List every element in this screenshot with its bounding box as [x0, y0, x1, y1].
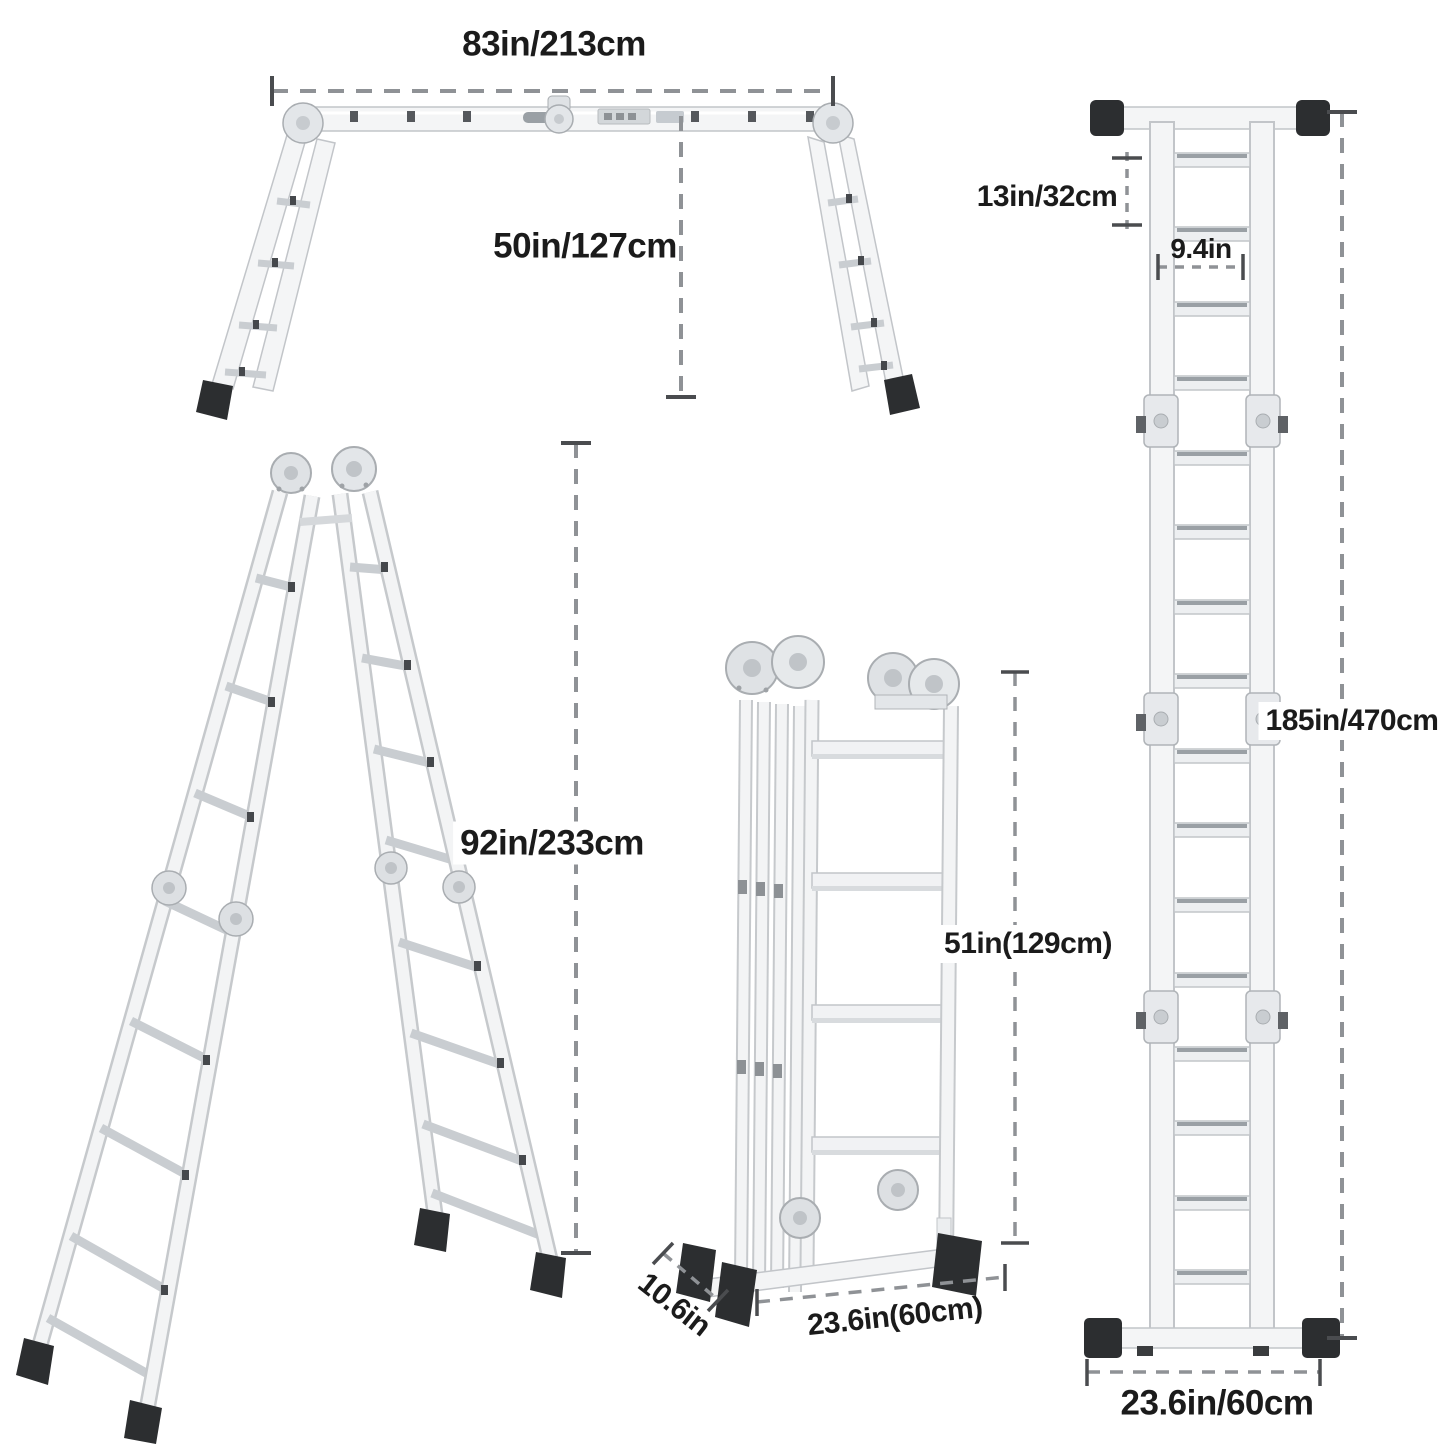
- rubber-foot: [1084, 1318, 1122, 1358]
- folded-front-section: [799, 699, 959, 1271]
- extended-bottom-stabilizer: [1084, 1318, 1340, 1358]
- folded-rail-stack: [734, 699, 807, 1293]
- rubber-foot: [715, 1262, 757, 1327]
- extended-rungs: [1173, 152, 1251, 1285]
- extended-width-label: 23.6in/60cm: [1120, 1383, 1314, 1423]
- rubber-foot: [932, 1233, 982, 1296]
- folded-top-hinges: [725, 635, 960, 710]
- extended-height-label: 185in/470cm: [1258, 702, 1445, 740]
- aframe-height-label: 92in/233cm: [453, 821, 651, 865]
- folded-ladder-figure: [676, 635, 982, 1327]
- folded-height-label: 51in(129cm): [937, 925, 1119, 963]
- rubber-foot: [124, 1400, 162, 1444]
- trestle-top-beam: [282, 95, 854, 144]
- rubber-foot: [414, 1208, 450, 1252]
- rubber-foot: [196, 380, 233, 420]
- rubber-foot: [1302, 1318, 1340, 1358]
- beam-sticker: [656, 111, 684, 123]
- trestle-height-label: 50in/127cm: [493, 226, 677, 266]
- extended-rung-gap-label: 13in/32cm: [976, 180, 1118, 213]
- rubber-foot: [676, 1243, 716, 1302]
- rubber-foot: [16, 1338, 54, 1385]
- folded-bottom: [676, 1169, 982, 1327]
- rubber-foot: [884, 374, 920, 415]
- trestle-left-leg: [196, 134, 336, 420]
- extended-top-stabilizer: [1090, 100, 1330, 136]
- rubber-foot: [530, 1252, 566, 1298]
- trestle-width-label: 83in/213cm: [462, 24, 646, 64]
- aframe-apex-hinges: [270, 446, 377, 526]
- extended-rung-width-label: 9.4in: [1170, 233, 1232, 264]
- trestle-ladder-figure: [196, 95, 920, 420]
- aframe-right-leg: [331, 490, 566, 1298]
- a-frame-ladder-figure: [16, 446, 566, 1444]
- end-cap: [1296, 100, 1330, 136]
- trestle-right-leg: [807, 132, 920, 415]
- end-cap: [1090, 100, 1124, 136]
- aframe-left-leg: [16, 489, 321, 1444]
